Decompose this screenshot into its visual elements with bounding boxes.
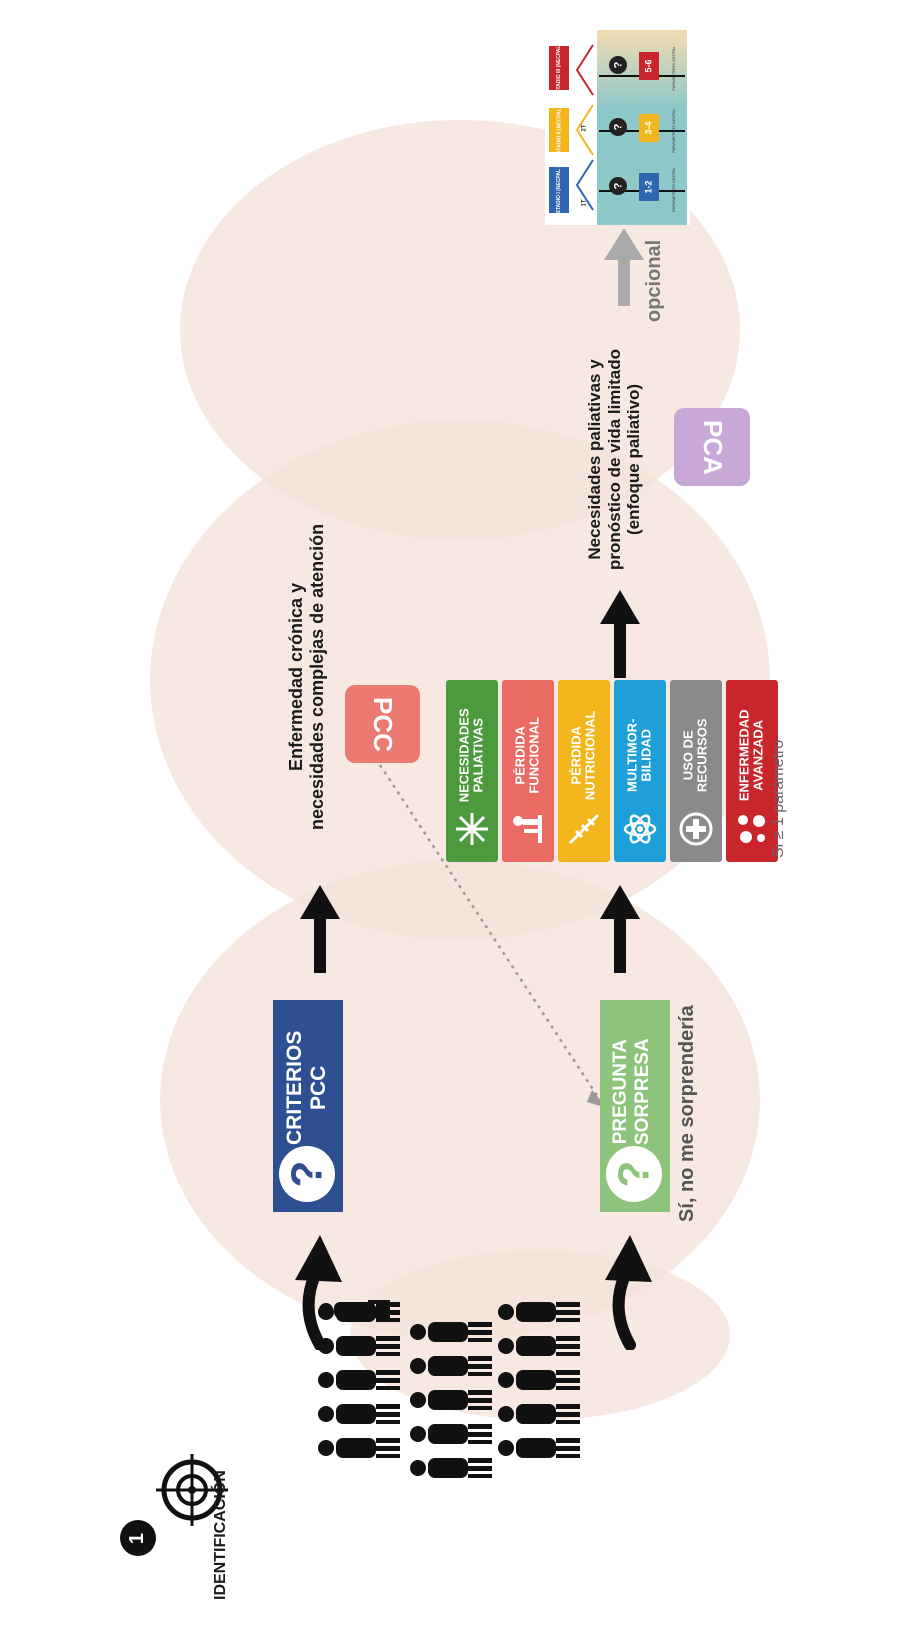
- pcc-badge-label: PCC: [368, 696, 398, 752]
- pca-description-line1: Necesidades paliativas y: [585, 359, 604, 560]
- arrow-up-params: [600, 590, 640, 678]
- stage-3: ESTADIO III (NECPAL 3) ? 5-6 PARÁMETROS …: [545, 40, 690, 100]
- target-icon: [156, 1454, 228, 1526]
- stages-panel: ESTADIO I (NECPAL 1) ? 1-2 PARÁMETROS NE…: [545, 30, 690, 225]
- pca-badge: PCA: [674, 408, 750, 486]
- chevron-icons: [575, 44, 594, 211]
- stage-1-tag: ESTADIO I (NECPAL 1): [549, 163, 569, 217]
- pcc-description-line2: necesidades complejas de atención: [306, 523, 327, 830]
- criterios-pcc-box: ? CRITERIOS PCC: [273, 1000, 343, 1212]
- arrow-up-pregunta: [600, 885, 640, 973]
- step-header: 1 IDENTIFICACIÓN: [120, 1430, 240, 1610]
- pcc-description-line1: Enfermedad crónica y: [286, 582, 306, 771]
- stage-1: ESTADIO I (NECPAL 1) ? 1-2 PARÁMETROS NE…: [545, 155, 690, 225]
- arrow-up-pcc: [300, 885, 340, 973]
- stage-2: ESTADIO II (NECPAL 2) ? 3-4 PARÁMETROS N…: [545, 100, 690, 160]
- cells-icon: [738, 815, 765, 843]
- curved-arrow-bottom: [605, 1235, 652, 1350]
- pregunta-line1: PREGUNTA: [610, 1039, 631, 1145]
- stage-3-bottom: PARÁMETROS NECPAL: [670, 45, 676, 91]
- pcc-badge: PCC: [345, 685, 420, 763]
- plus-icon: [679, 812, 713, 846]
- snowflake-icon: [456, 813, 488, 845]
- pregunta-answer: Sí, no me sorprendería: [676, 1005, 698, 1222]
- stage-1-question: ?: [609, 177, 627, 195]
- pca-description-line3: (enfoque paliativo): [624, 383, 644, 536]
- stage-3-tag: ESTADIO III (NECPAL 3): [549, 40, 569, 96]
- param-note: Si ≥ 1 parámetro: [770, 739, 787, 858]
- step-number-badge: 1: [120, 1520, 156, 1556]
- pca-badge-label: PCA: [697, 419, 728, 475]
- arrow-up-optional: [604, 228, 644, 306]
- pcc-description: Enfermedad crónica y necesidades complej…: [286, 524, 327, 830]
- stage-2-range: 3-4: [639, 114, 659, 142]
- pregunta-sorpresa-box: ? PREGUNTA SORPRESA: [600, 1000, 670, 1212]
- stage-3-question: ?: [609, 56, 627, 74]
- atom-icon: [623, 814, 657, 844]
- question-mark-icon: ?: [279, 1146, 335, 1202]
- step-title: IDENTIFICACIÓN: [212, 1470, 229, 1600]
- stage-2-tag: ESTADIO II (NECPAL 2): [549, 102, 569, 158]
- pregunta-line2: SORPRESA: [631, 1038, 653, 1145]
- fish-bone-icon: [568, 813, 600, 845]
- question-mark-icon-2: ?: [606, 1146, 662, 1202]
- pca-description-line2: pronóstico de vida limitado: [604, 348, 624, 570]
- optional-label: opcional: [643, 239, 665, 322]
- stage-2-question: ?: [609, 118, 627, 136]
- parameter-bar-multimorbilidad: MULTIMOR-BILIDAD: [614, 680, 666, 862]
- walker-icon: [513, 815, 542, 843]
- criterios-line1: CRITERIOS: [283, 1030, 306, 1145]
- stage-1-range: 1-2: [639, 173, 659, 201]
- stage-3-range: 5-6: [639, 52, 659, 80]
- stage-1-bottom: PARÁMETROS NECPAL: [670, 166, 676, 212]
- criterios-line2: PCC: [307, 1065, 331, 1110]
- step-number: 1: [126, 1532, 149, 1544]
- stage-2-bottom: PARÁMETROS NECPAL: [670, 107, 676, 153]
- pca-description: Necesidades paliativas y pronóstico de v…: [585, 349, 644, 570]
- people-group-icon: [318, 1300, 580, 1478]
- curved-arrow-top: [295, 1235, 342, 1350]
